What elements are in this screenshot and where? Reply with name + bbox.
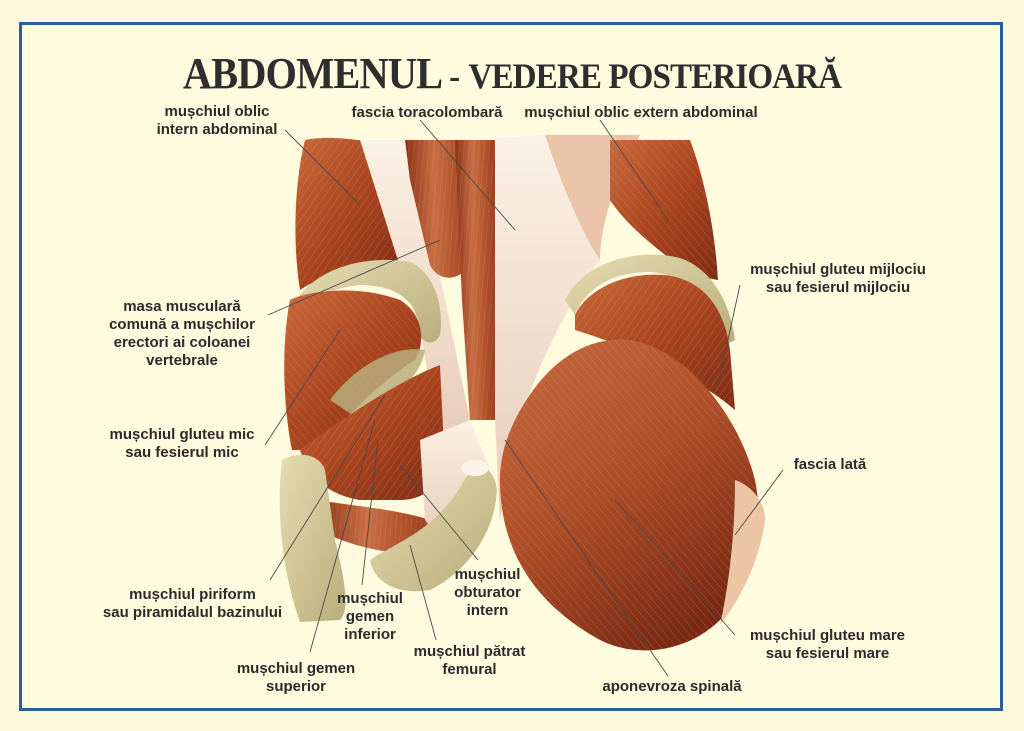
right-superficial xyxy=(500,140,765,651)
label-gluteu-mare: mușchiul gluteu mare sau fesierul mare xyxy=(735,627,920,663)
label-line: mușchiul piriform xyxy=(129,586,256,603)
label-line: aponevroza spinală xyxy=(602,678,742,695)
title-separator: - xyxy=(449,56,460,96)
label-line: sau fesierul mare xyxy=(765,645,890,662)
label-masa-musculara: masa musculară comună a mușchilor erecto… xyxy=(96,298,268,370)
poster-title: ABDOMENUL - VEDERE POSTERIOARĂ xyxy=(41,48,983,99)
label-line: sau fesierul mic xyxy=(125,444,239,461)
label-line: fascia toracolombară xyxy=(351,104,503,121)
label-line: mușchiul xyxy=(454,566,521,583)
label-patrat-femural: mușchiul pătrat femural xyxy=(402,643,537,679)
label-line: vertebrale xyxy=(146,352,218,369)
label-line: mușchiul gluteu mare xyxy=(749,627,906,644)
label-fascia-toracolombara: fascia toracolombară xyxy=(342,104,512,122)
label-fascia-lata: fascia lată xyxy=(785,456,875,474)
label-gemen-inferior: mușchiul gemen inferior xyxy=(330,590,410,644)
label-obturator-intern: mușchiul obturator intern xyxy=(445,566,530,620)
label-line: femural xyxy=(442,661,497,678)
label-line: gemen xyxy=(345,608,395,625)
left-dissection xyxy=(279,137,497,622)
label-line: masa musculară xyxy=(123,298,241,315)
label-gemen-superior: mușchiul gemen superior xyxy=(226,660,366,696)
label-gluteu-mic: mușchiul gluteu mic sau fesierul mic xyxy=(96,426,268,462)
label-line: comună a mușchilor xyxy=(109,316,255,333)
title-sub: VEDERE POSTERIOARĂ xyxy=(468,56,842,96)
leader-lines xyxy=(264,119,784,677)
label-aponevroza-spinala: aponevroza spinală xyxy=(592,678,752,696)
label-line: sau fesierul mijlociu xyxy=(765,279,911,296)
label-oblic-intern: mușchiul oblic intern abdominal xyxy=(147,103,287,139)
label-line: obturator xyxy=(454,584,521,601)
label-gluteu-mijlociu: mușchiul gluteu mijlociu sau fesierul mi… xyxy=(733,261,943,297)
label-line: mușchiul xyxy=(337,590,403,607)
label-line: inferior xyxy=(344,626,396,643)
label-line: mușchiul gluteu mic xyxy=(109,426,255,443)
label-line: mușchiul pătrat xyxy=(413,643,526,660)
label-line: erectori ai coloanei xyxy=(113,334,251,351)
label-line: fascia lată xyxy=(793,456,867,473)
label-piriform: mușchiul piriform sau piramidalul bazinu… xyxy=(90,586,295,622)
label-line: mușchiul gemen xyxy=(236,660,356,677)
title-main: ABDOMENUL xyxy=(182,49,441,98)
label-line: superior xyxy=(265,678,326,695)
label-line: sau piramidalul bazinului xyxy=(102,604,283,621)
label-oblic-extern: mușchiul oblic extern abdominal xyxy=(511,104,771,122)
label-line: mușchiul oblic extern abdominal xyxy=(524,104,758,121)
label-line: mușchiul gluteu mijlociu xyxy=(750,261,926,278)
label-line: mușchiul oblic xyxy=(164,103,270,120)
label-line: intern abdominal xyxy=(156,121,278,138)
label-line: intern xyxy=(466,602,509,619)
